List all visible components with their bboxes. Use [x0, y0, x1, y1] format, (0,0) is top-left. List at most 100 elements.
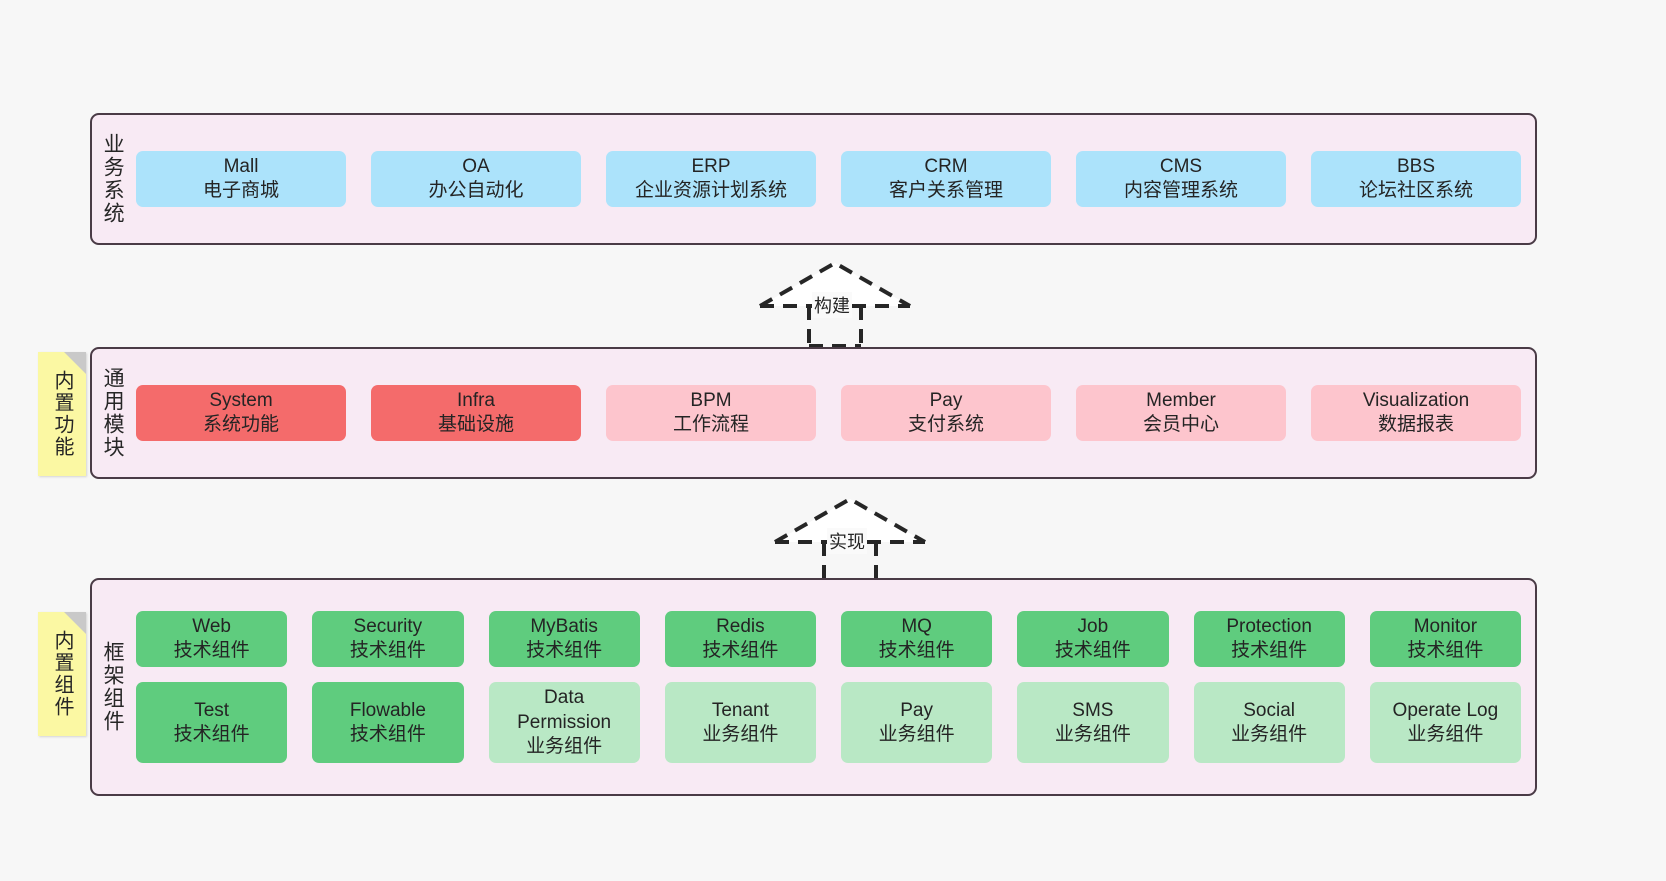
node-subtitle: 客户关系管理 [888, 180, 1003, 201]
node-cms[interactable]: CMS 内容管理系统 [1076, 150, 1286, 208]
node-title: ERP [691, 155, 731, 177]
node-bbs[interactable]: BBS 论坛社区系统 [1311, 150, 1521, 208]
node-title: Web [192, 615, 231, 637]
node-tenant[interactable]: Tenant 业务组件 [664, 682, 816, 764]
node-subtitle: 技术组件 [349, 723, 426, 745]
node-title: CRM [924, 155, 968, 177]
node-subtitle: 基础设施 [437, 414, 514, 435]
node-subtitle: 内容管理系统 [1123, 180, 1238, 201]
node-web[interactable]: Web 技术组件 [136, 610, 288, 668]
node-subtitle: 技术组件 [1231, 640, 1308, 662]
layer-framework-components: 框架组件 Web 技术组件 Security 技术组件 MyBatis 技术组件… [90, 578, 1537, 796]
node-title: BPM [690, 389, 732, 411]
note-fold-icon [64, 352, 86, 374]
node-title: System [209, 389, 273, 411]
node-row: Mall 电子商城 OA 办公自动化 ERP 企业资源计划系统 CRM 客户关系… [136, 150, 1521, 208]
connector-implement-label: 实现 [827, 528, 867, 554]
node-title: Social [1243, 699, 1295, 721]
node-title: MQ [901, 615, 932, 637]
connector-build-label: 构建 [812, 292, 852, 318]
node-title: Flowable [349, 699, 426, 721]
node-subtitle: 技术组件 [173, 723, 250, 745]
layer-common-modules-title: 通用模块 [101, 367, 125, 459]
node-row: Web 技术组件 Security 技术组件 MyBatis 技术组件 Redi… [136, 610, 1521, 668]
node-operate-log[interactable]: Operate Log 业务组件 [1369, 682, 1521, 764]
node-subtitle: 业务组件 [702, 723, 779, 745]
layer-common-modules: 通用模块 System 系统功能 Infra 基础设施 BPM 工作流程 Pay… [90, 347, 1537, 479]
node-subtitle: 业务组件 [1054, 723, 1131, 745]
node-infra[interactable]: Infra 基础设施 [371, 384, 581, 442]
node-monitor[interactable]: Monitor 技术组件 [1369, 610, 1521, 668]
node-title: Operate Log [1392, 699, 1499, 721]
node-job[interactable]: Job 技术组件 [1017, 610, 1169, 668]
node-bpm[interactable]: BPM 工作流程 [606, 384, 816, 442]
note-label: 内置组件 [51, 630, 73, 718]
node-title: Pay [900, 699, 933, 721]
node-subtitle: 办公自动化 [428, 180, 524, 201]
node-title: Infra [456, 389, 496, 411]
node-title: SMS [1072, 699, 1114, 721]
node-row: System 系统功能 Infra 基础设施 BPM 工作流程 Pay 支付系统… [136, 384, 1521, 442]
node-subtitle: 业务组件 [1231, 723, 1308, 745]
node-pay-component[interactable]: Pay 业务组件 [841, 682, 993, 764]
node-subtitle: 支付系统 [907, 414, 984, 435]
node-member[interactable]: Member 会员中心 [1076, 384, 1286, 442]
node-subtitle: 技术组件 [1054, 640, 1131, 662]
node-subtitle: 工作流程 [672, 414, 749, 435]
node-visualization[interactable]: Visualization 数据报表 [1311, 384, 1521, 442]
node-flowable[interactable]: Flowable 技术组件 [312, 682, 464, 764]
node-subtitle: 技术组件 [349, 640, 426, 662]
node-subtitle: 系统功能 [202, 414, 279, 435]
node-title: OA [462, 155, 490, 177]
node-social[interactable]: Social 业务组件 [1193, 682, 1345, 764]
node-title: Mall [223, 155, 259, 177]
node-subtitle: 论坛社区系统 [1358, 180, 1473, 201]
node-subtitle: 业务组件 [526, 735, 603, 757]
note-builtin-features: 内置功能 [38, 352, 86, 476]
node-title: CMS [1159, 155, 1203, 177]
node-subtitle: 业务组件 [1407, 723, 1484, 745]
node-title: Member [1146, 389, 1216, 411]
node-mall[interactable]: Mall 电子商城 [136, 150, 346, 208]
note-builtin-components: 内置组件 [38, 612, 86, 736]
node-title: Pay [929, 389, 963, 411]
node-title: MyBatis [530, 615, 598, 637]
node-data-permission[interactable]: Data Permission 业务组件 [488, 682, 640, 764]
node-test[interactable]: Test 技术组件 [136, 682, 288, 764]
node-protection[interactable]: Protection 技术组件 [1193, 610, 1345, 668]
node-title: Job [1077, 615, 1109, 637]
layer-business-systems-body: Mall 电子商城 OA 办公自动化 ERP 企业资源计划系统 CRM 客户关系… [132, 115, 1535, 243]
layer-framework-components-body: Web 技术组件 Security 技术组件 MyBatis 技术组件 Redi… [132, 580, 1535, 794]
node-erp[interactable]: ERP 企业资源计划系统 [606, 150, 816, 208]
node-subtitle: 电子商城 [202, 180, 279, 201]
node-sms[interactable]: SMS 业务组件 [1017, 682, 1169, 764]
node-subtitle: 技术组件 [878, 640, 955, 662]
node-redis[interactable]: Redis 技术组件 [664, 610, 816, 668]
layer-business-systems-title: 业务系统 [101, 133, 125, 225]
node-subtitle: 企业资源计划系统 [634, 180, 787, 201]
node-title: Visualization [1362, 389, 1470, 411]
node-oa[interactable]: OA 办公自动化 [371, 150, 581, 208]
node-title: Security [353, 615, 423, 637]
node-mybatis[interactable]: MyBatis 技术组件 [488, 610, 640, 668]
node-title: BBS [1396, 155, 1436, 177]
node-title: Data Permission [517, 687, 612, 733]
node-subtitle: 技术组件 [173, 640, 250, 662]
node-system[interactable]: System 系统功能 [136, 384, 346, 442]
note-label: 内置功能 [51, 370, 73, 458]
node-title: Test [194, 699, 230, 721]
node-crm[interactable]: CRM 客户关系管理 [841, 150, 1051, 208]
node-subtitle: 技术组件 [1407, 640, 1484, 662]
node-pay-module[interactable]: Pay 支付系统 [841, 384, 1051, 442]
node-security[interactable]: Security 技术组件 [312, 610, 464, 668]
node-mq[interactable]: MQ 技术组件 [841, 610, 993, 668]
node-subtitle: 业务组件 [878, 723, 955, 745]
node-subtitle: 技术组件 [526, 640, 603, 662]
node-subtitle: 技术组件 [702, 640, 779, 662]
node-title: Protection [1226, 615, 1312, 637]
layer-framework-components-title: 框架组件 [101, 641, 125, 733]
node-title: Tenant [711, 699, 769, 721]
layer-common-modules-body: System 系统功能 Infra 基础设施 BPM 工作流程 Pay 支付系统… [132, 349, 1535, 477]
layer-business-systems: 业务系统 Mall 电子商城 OA 办公自动化 ERP 企业资源计划系统 CRM… [90, 113, 1537, 245]
